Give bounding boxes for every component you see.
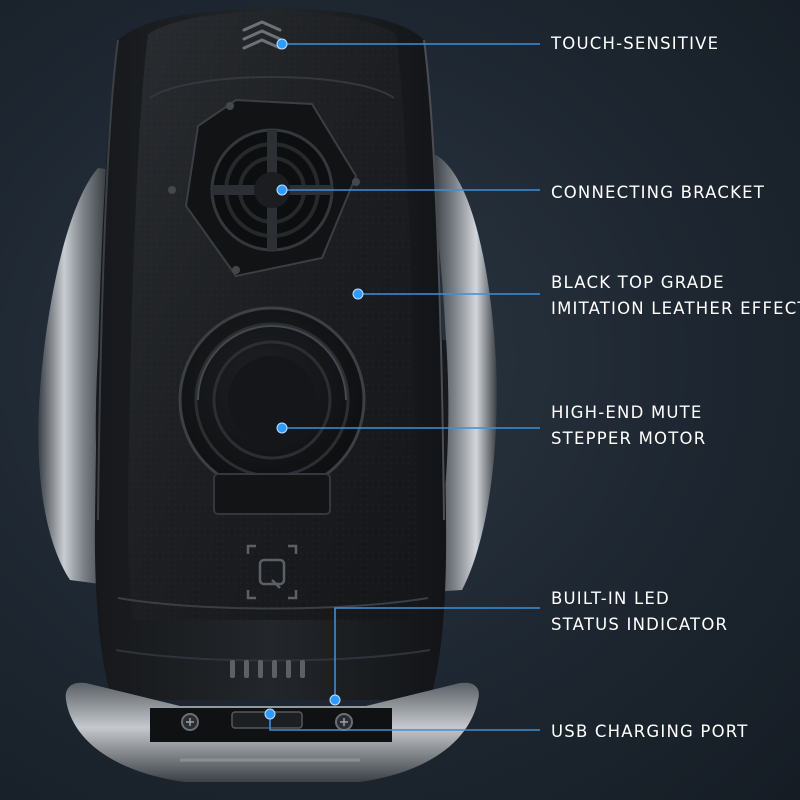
proximity-sensor-icon	[246, 544, 298, 600]
callout-led-line-2: STATUS INDICATOR	[551, 615, 729, 634]
charging-coil-cover	[178, 306, 366, 515]
touch-sensor-icon	[242, 20, 282, 50]
led-slots	[230, 660, 305, 678]
callout-connecting-bracket-line-1: CONNECTING BRACKET	[551, 183, 766, 202]
callout-led-line-1: BUILT-IN LED	[551, 589, 670, 608]
bottom-chrome-base	[65, 682, 479, 782]
callout-leather-line-2: IMITATION LEATHER EFFECT	[551, 299, 800, 318]
callout-leather-line-1: BLACK TOP GRADE	[551, 273, 725, 292]
callout-dots	[264, 38, 364, 720]
callout-led-indicator: BUILT-IN LED STATUS INDICATOR	[551, 586, 728, 638]
callout-touch-sensitive-line-1: TOUCH-SENSITIVE	[551, 34, 720, 53]
callout-touch-sensitive: TOUCH-SENSITIVE	[551, 31, 719, 57]
callout-leather: BLACK TOP GRADE IMITATION LEATHER EFFECT	[551, 270, 800, 322]
callout-connecting-bracket: CONNECTING BRACKET	[551, 180, 765, 206]
callout-usb-line-1: USB CHARGING PORT	[551, 722, 749, 741]
callout-motor-line-1: HIGH-END MUTE	[551, 403, 703, 422]
callout-motor-line-2: STEPPER MOTOR	[551, 429, 707, 448]
callout-usb-port: USB CHARGING PORT	[551, 719, 749, 745]
callout-stepper-motor: HIGH-END MUTE STEPPER MOTOR	[551, 400, 706, 452]
callout-leader-lines	[269, 43, 540, 731]
